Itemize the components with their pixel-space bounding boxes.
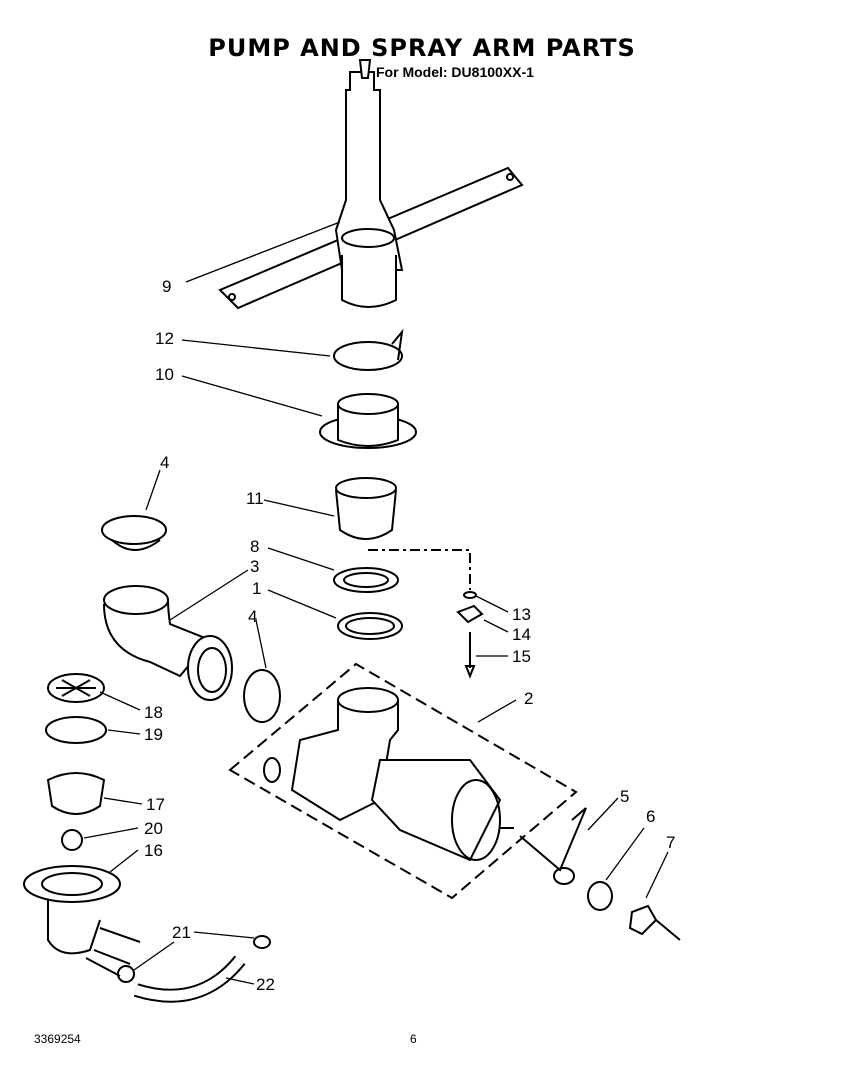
callout-20: 20	[144, 819, 163, 838]
spring-part	[519, 807, 587, 872]
callout-7: 7	[666, 833, 675, 852]
bearing-part	[587, 881, 613, 911]
inlet-hose-part	[103, 585, 233, 701]
spray-arm-part	[218, 59, 524, 310]
pump-motor-part	[263, 687, 514, 862]
seal-part	[333, 567, 399, 593]
ball-part	[61, 829, 83, 851]
callout-11: 11	[246, 489, 264, 508]
callout-14: 14	[512, 625, 531, 644]
callout-19: 19	[144, 725, 163, 744]
pump-cup-part	[335, 477, 397, 540]
callout-9: 9	[162, 277, 171, 296]
page-title: PUMP AND SPRAY ARM PARTS	[208, 34, 636, 62]
callout-4b: 4	[248, 607, 257, 626]
callout-18: 18	[144, 703, 163, 722]
callout-1: 1	[252, 579, 261, 598]
callout-5: 5	[620, 787, 629, 806]
model-subtitle: For Model: DU8100XX-1	[376, 64, 534, 80]
callout-6: 6	[646, 807, 655, 826]
callout-3: 3	[250, 557, 259, 576]
pump-motor-box	[228, 662, 578, 900]
spray-arm-housing-part	[319, 393, 417, 449]
callout-2: 2	[524, 689, 533, 708]
filter-screen-part	[47, 673, 105, 703]
hose-clamp-part	[243, 669, 281, 723]
nut-part	[628, 904, 658, 936]
hose-clamp-part	[253, 935, 271, 949]
callout-16: 16	[144, 841, 163, 860]
callout-15: 15	[512, 647, 531, 666]
callout-21: 21	[172, 923, 191, 942]
callout-22: 22	[256, 975, 275, 994]
callout-8: 8	[250, 537, 259, 556]
document-code: 3369254	[34, 1032, 81, 1046]
ring-part	[45, 716, 107, 744]
callout-13: 13	[512, 605, 531, 624]
callout-4: 4	[160, 453, 169, 472]
cap-part	[46, 772, 106, 815]
callout-17: 17	[146, 795, 165, 814]
callout-10: 10	[155, 365, 174, 384]
page-number: 6	[410, 1032, 417, 1046]
hose-clamp-part	[101, 515, 167, 545]
callout-12: 12	[155, 329, 174, 348]
sump-part	[23, 865, 141, 977]
gasket-part	[337, 612, 403, 640]
ring-clip-part	[333, 341, 403, 371]
